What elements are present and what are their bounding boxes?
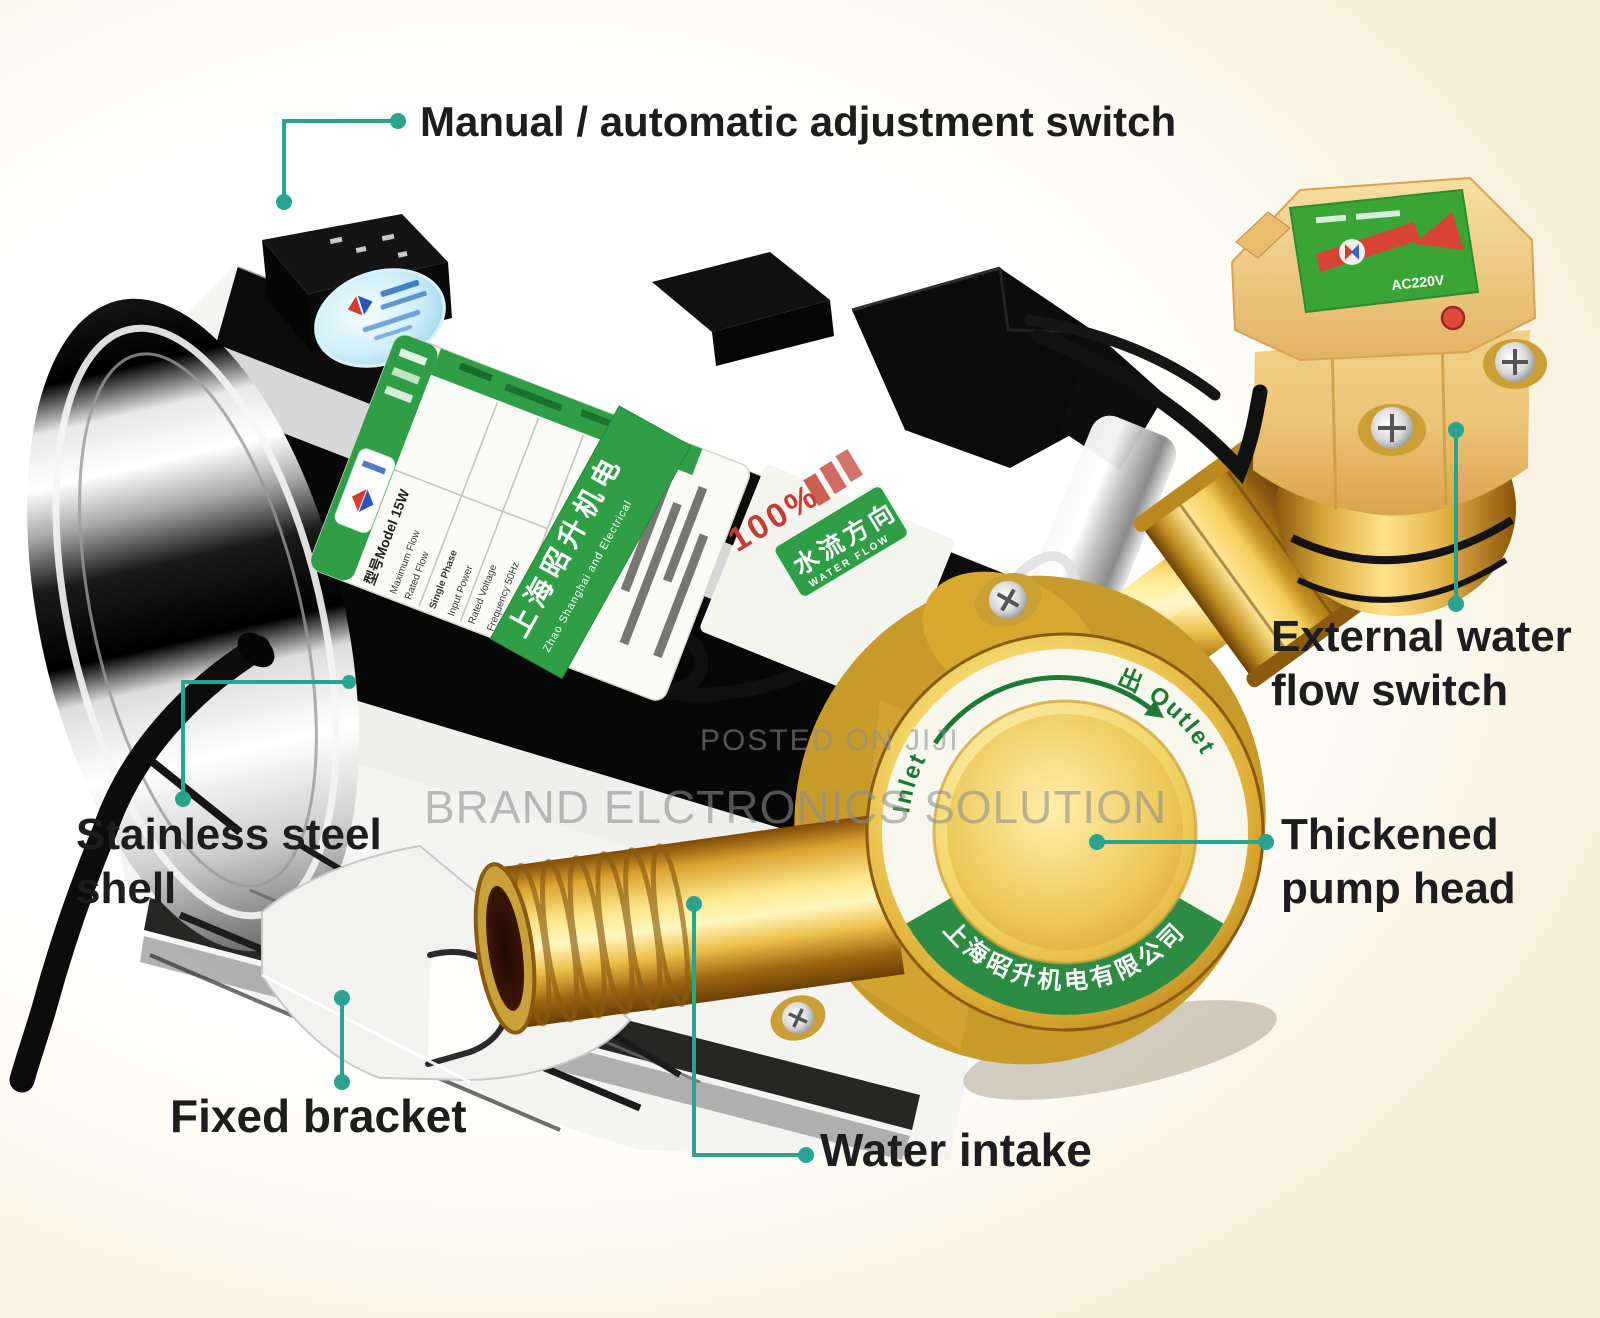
- switch-voltage-text: AC220V: [1391, 271, 1446, 293]
- pump-head-disc: Inlet 出 Outlet 上海昭升机电有限公司: [865, 632, 1265, 1032]
- watermark-jiji: POSTED ON JIJI: [700, 724, 960, 757]
- external-flow-switch: AC220V: [1230, 176, 1547, 616]
- label-logo-box: [334, 448, 396, 534]
- switch-markings: [329, 233, 408, 258]
- pump-head: Inlet 出 Outlet 上海昭升机电有限公司: [473, 571, 1277, 1100]
- intake-opening: [486, 885, 525, 1011]
- signal-cable: [1030, 328, 1268, 484]
- flow-arrow-icon: [933, 675, 1153, 745]
- label-adjustment-switch: Manual / automatic adjustment switch: [420, 98, 1177, 145]
- label-intake: Water intake: [820, 1124, 1092, 1176]
- spec-label: 型号Model 15W Maximum Flow Rated Flow Sing…: [310, 334, 751, 701]
- head-screw-top: [974, 572, 1042, 628]
- leader-shell: [181, 680, 349, 799]
- flow-switch-label: AC220V: [1288, 188, 1480, 314]
- label-flow-switch: External water flow switch: [1271, 612, 1572, 715]
- leader-lines: [181, 119, 1458, 1157]
- label-bracket: Fixed bracket: [170, 1090, 467, 1142]
- watermark-brand: BRAND ELCTRONICS SOLUTION: [424, 781, 1168, 833]
- head-screw-bottom: [770, 995, 826, 1041]
- switch-screw-right: [1483, 339, 1547, 389]
- label-pump-head: Thickened pump head: [1281, 810, 1516, 913]
- leader-dots: [175, 113, 1464, 1163]
- indicator-light: [1440, 305, 1466, 331]
- leader-intake: [692, 904, 806, 1157]
- cable-clamp: [652, 252, 834, 366]
- leader-adjustment-switch: [282, 119, 398, 202]
- label-shell: Stainless steel shell: [76, 810, 382, 913]
- power-cable: [9, 632, 275, 1093]
- switch-screw-left: [1358, 404, 1426, 456]
